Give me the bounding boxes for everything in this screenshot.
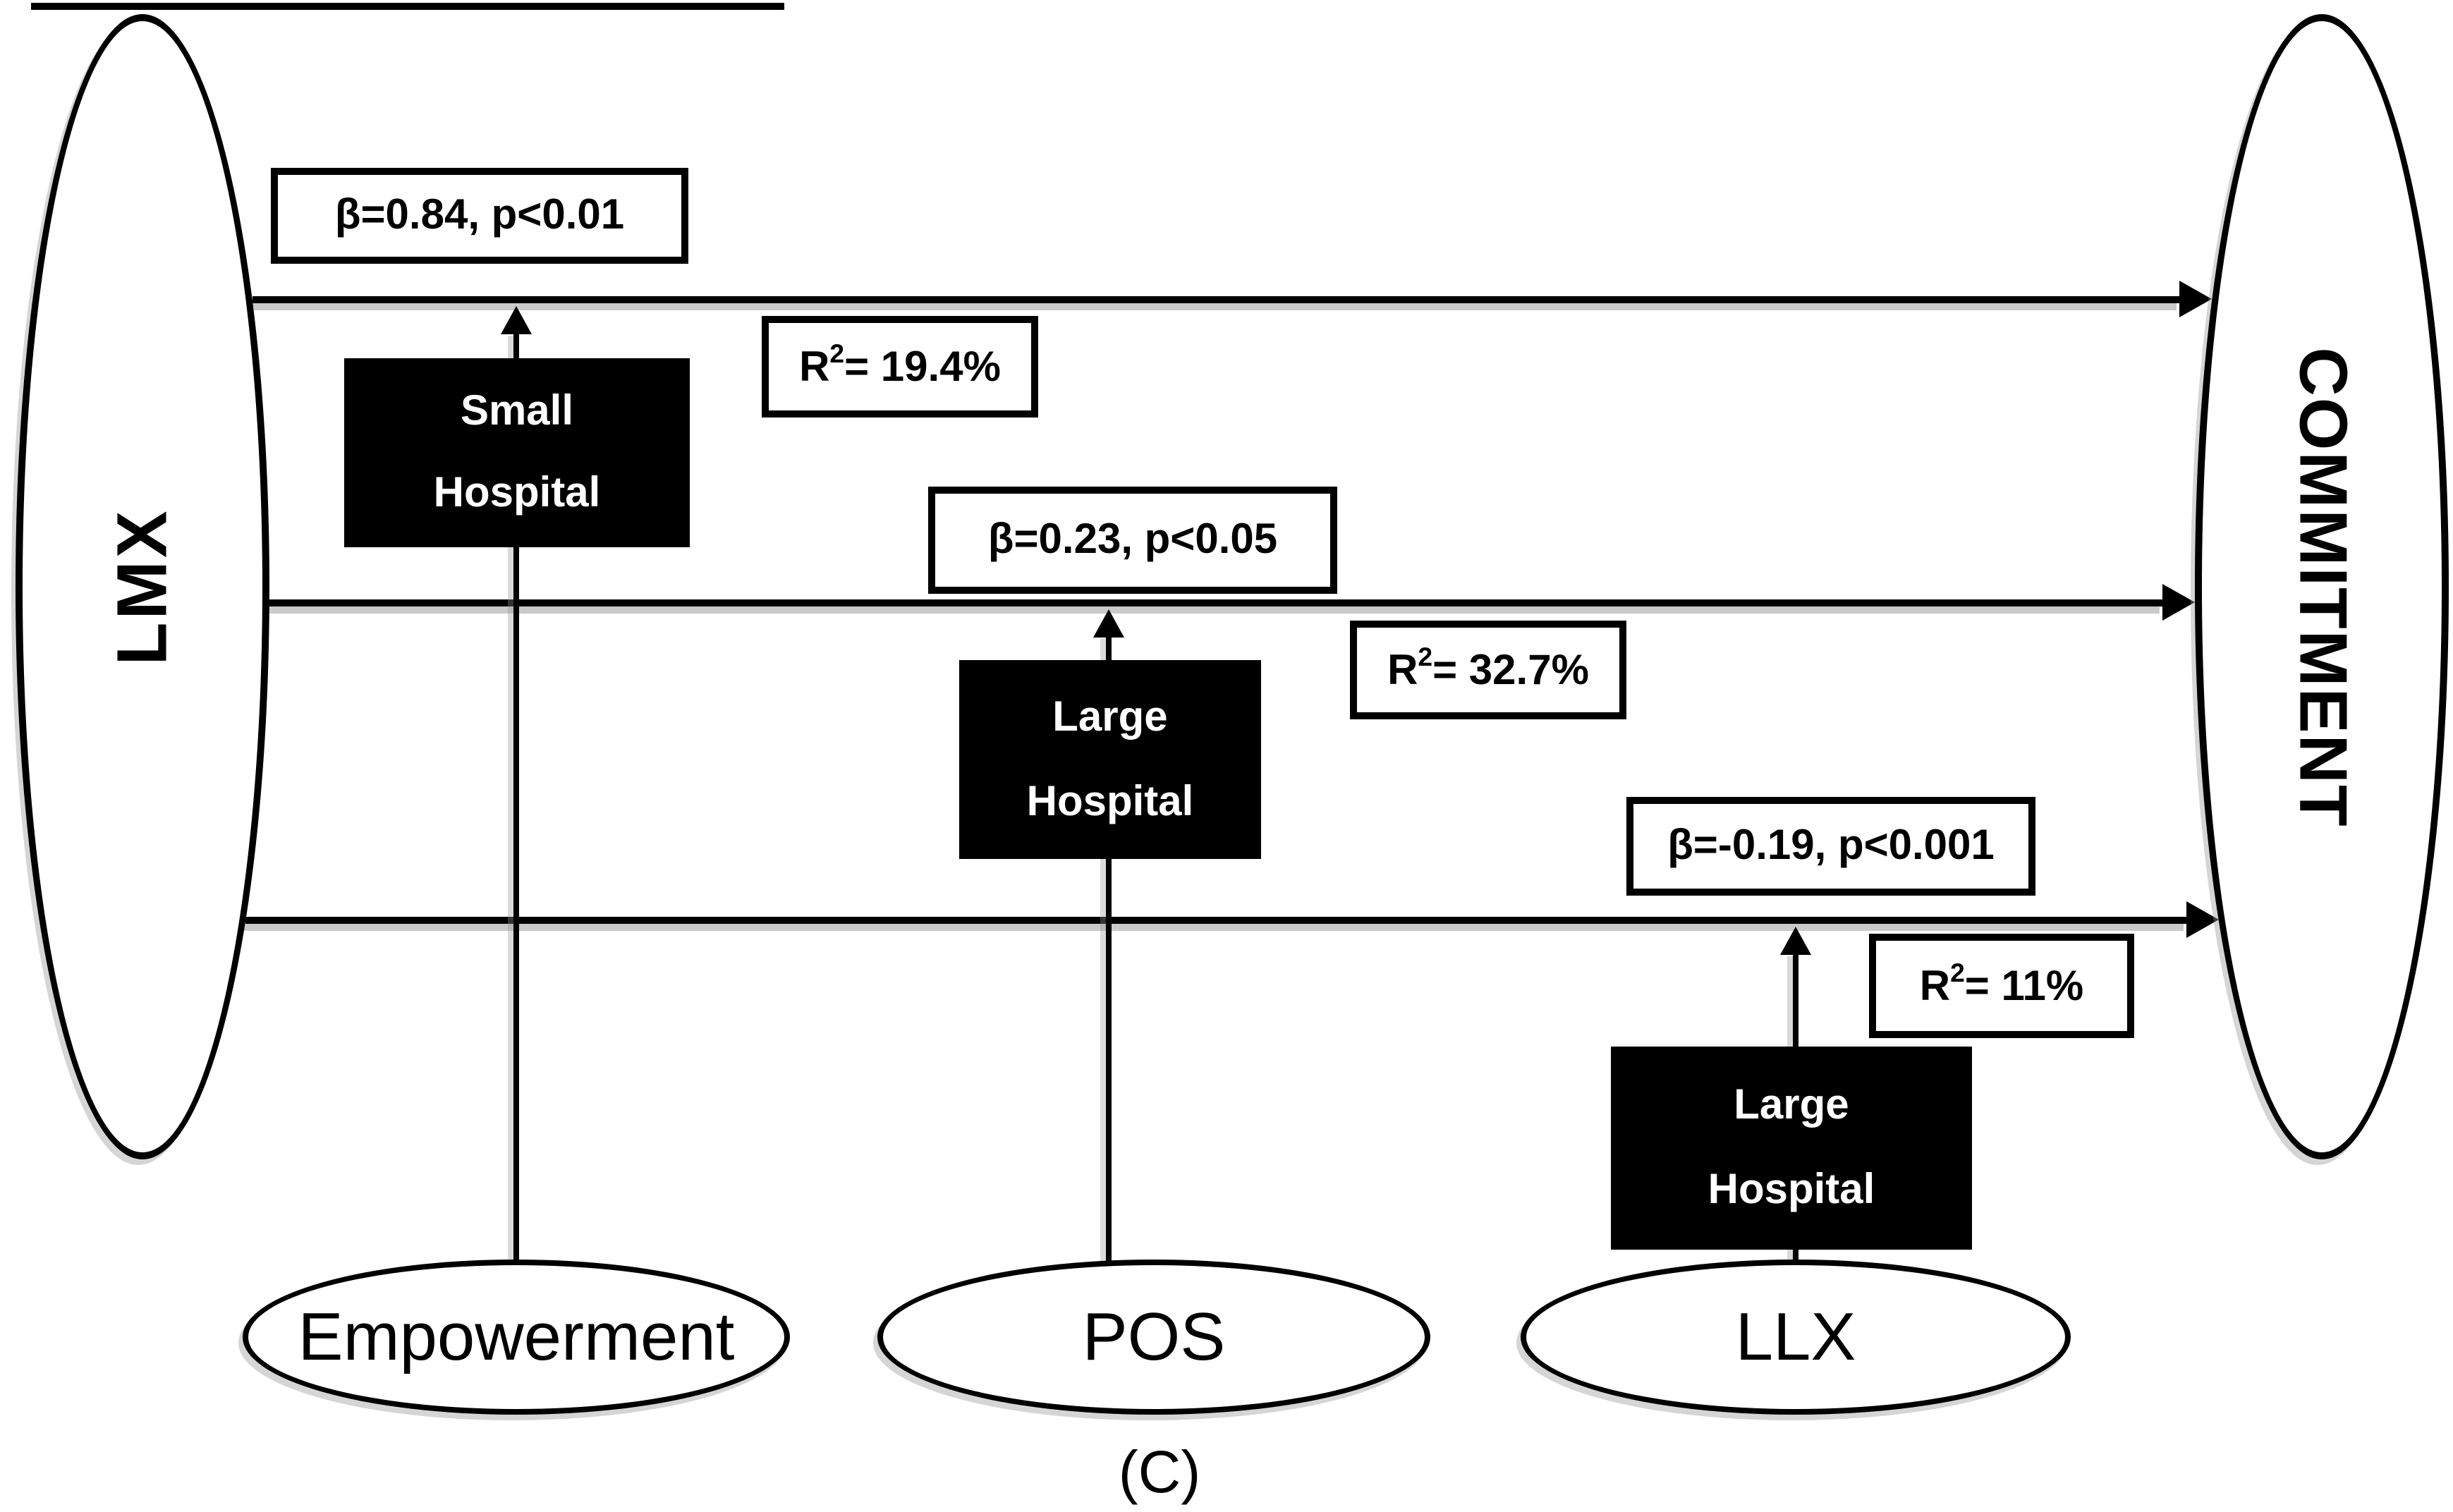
moderator-box-line2: Hospital (1708, 1166, 1875, 1213)
moderator-line-empowerment (513, 331, 519, 1265)
r2-base: R (799, 344, 830, 391)
source-ellipse-empowerment: Empowerment (243, 1260, 790, 1415)
beta-label-bottom: β=-0.19, p<0.001 (1626, 797, 2035, 896)
moderator-box-line2: Hospital (433, 470, 601, 516)
moderator-box-line1: Small (460, 388, 574, 434)
arrowhead-right-middle-icon (2162, 584, 2195, 621)
r2-rest: = 19.4% (844, 344, 1001, 391)
beta-label-middle-text: β=0.23, p<0.05 (987, 516, 1278, 563)
source-ellipse-llx: LLX (1521, 1260, 2071, 1415)
beta-label-middle: β=0.23, p<0.05 (928, 487, 1337, 594)
r2-base: R (1919, 963, 1951, 1010)
path-arrow-middle (269, 599, 2165, 606)
predictor-label: LMX (102, 508, 182, 666)
r2-rest: = 11% (1964, 963, 2084, 1010)
moderator-box-line1: Large (1734, 1082, 1849, 1128)
arrowhead-up-pos-icon (1093, 609, 1124, 638)
beta-label-top-text: β=0.84, p<0.01 (334, 192, 625, 238)
source-label: Empowerment (298, 1300, 735, 1374)
outcome-ellipse-commitment: COMMITMENT (2195, 14, 2449, 1159)
moderator-box-small-hospital: Small Hospital (344, 358, 690, 547)
moderator-box-large-hospital-bottom: Large Hospital (1611, 1047, 1972, 1250)
r2-label-top: R2= 19.4% (762, 316, 1038, 417)
source-ellipse-pos: POS (877, 1260, 1430, 1415)
figure-caption: (C) (1118, 1439, 1201, 1505)
outcome-label: COMMITMENT (2284, 346, 2360, 827)
moderator-box-line1: Large (1052, 693, 1168, 740)
path-arrow-bottom (245, 917, 2189, 924)
moderator-box-large-hospital-middle: Large Hospital (959, 660, 1261, 859)
arrowhead-up-empowerment-icon (501, 306, 532, 334)
path-arrow-top (252, 296, 2182, 303)
r2-label-middle: R2= 32.7% (1350, 621, 1626, 719)
top-edge-line (31, 3, 784, 10)
moderator-line-pos (1106, 635, 1112, 1261)
r2-sup: 2 (1418, 642, 1433, 671)
beta-label-top: β=0.84, p<0.01 (271, 168, 688, 264)
arrowhead-right-bottom-icon (2186, 901, 2219, 938)
source-label: LLX (1735, 1300, 1856, 1374)
r2-label-bottom-text: R2= 11% (1919, 958, 2084, 1011)
moderator-box-line2: Hospital (1026, 778, 1194, 824)
arrowhead-up-llx-icon (1780, 927, 1811, 955)
arrowhead-right-top-icon (2179, 281, 2212, 317)
r2-label-bottom: R2= 11% (1869, 934, 2134, 1038)
beta-label-bottom-text: β=-0.19, p<0.001 (1667, 822, 1995, 869)
r2-sup: 2 (829, 339, 845, 368)
r2-label-top-text: R2= 19.4% (799, 339, 1001, 392)
r2-label-middle-text: R2= 32.7% (1387, 642, 1589, 695)
r2-sup: 2 (1950, 958, 1965, 987)
r2-base: R (1387, 647, 1418, 694)
predictor-ellipse-lmx: LMX (16, 14, 269, 1159)
source-label: POS (1082, 1300, 1226, 1374)
r2-rest: = 32.7% (1432, 647, 1589, 694)
